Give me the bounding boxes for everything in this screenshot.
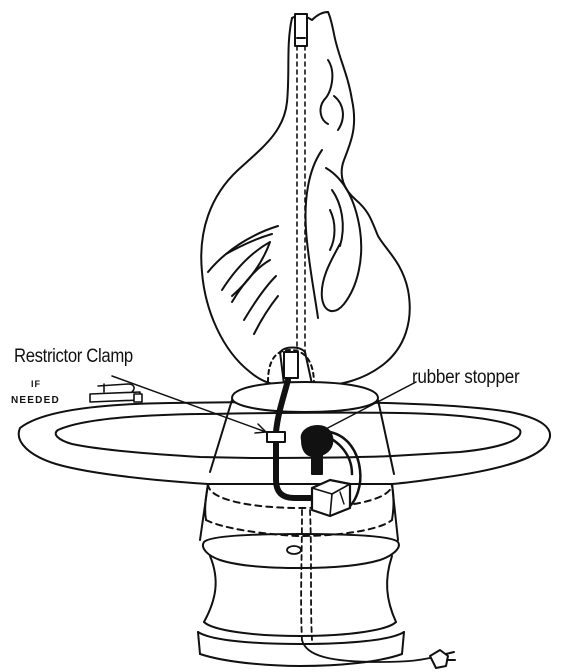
internal-tube [297, 30, 305, 352]
tube-connector [284, 352, 298, 378]
restrictor-clamp-label: Restrictor Clamp [14, 346, 133, 368]
rubber-stopper-label: rubber stopper [412, 367, 519, 389]
needed-label: NEEDED [11, 395, 60, 406]
top-nozzle [295, 14, 307, 46]
basin-bowl [19, 382, 550, 540]
if-label: IF [31, 379, 41, 389]
restrictor-clamp-icon [90, 384, 142, 402]
plug-icon [430, 650, 455, 668]
